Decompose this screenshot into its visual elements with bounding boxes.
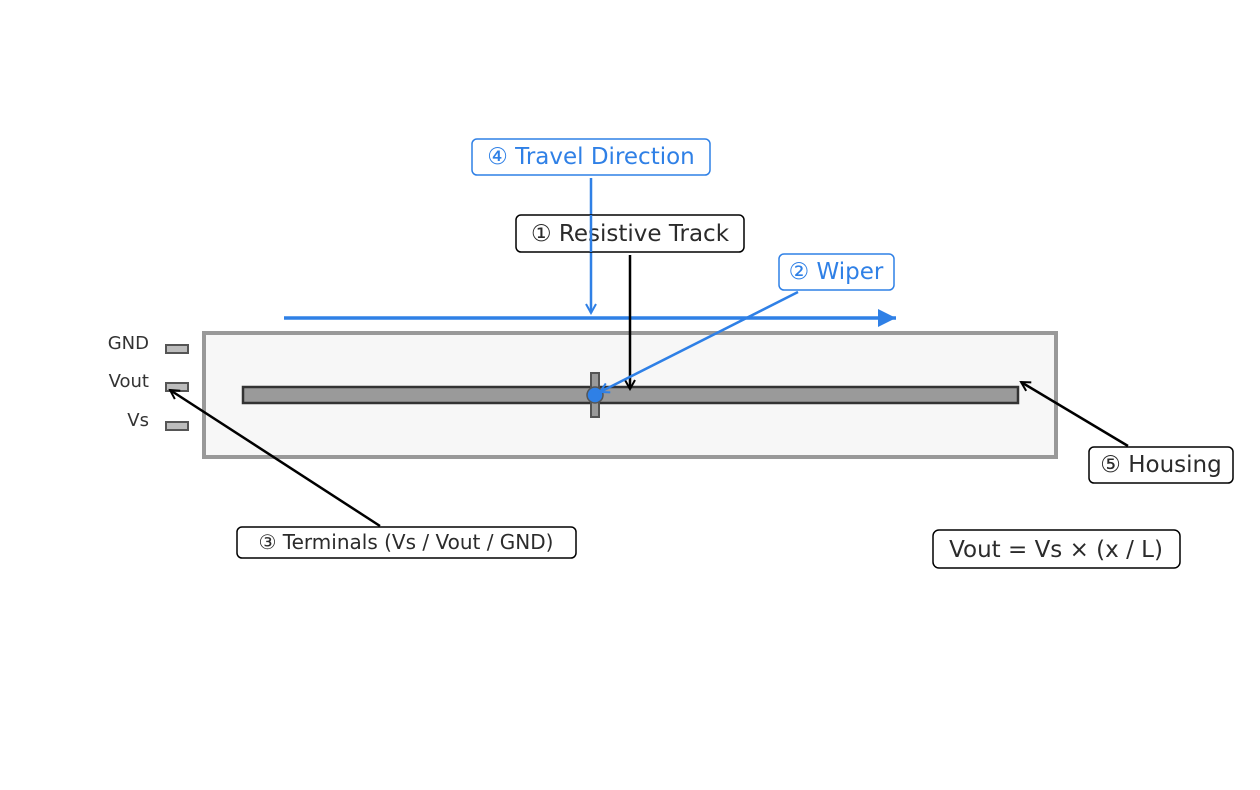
terminal-label-vs: Vs [127, 410, 149, 431]
formula-text: Vout = Vs × (x / L) [949, 537, 1163, 563]
resistive-track [241, 385, 1020, 405]
callout-terminals: ③ Terminals (Vs / Vout / GND) [236, 526, 577, 559]
terminal-label-vout: Vout [109, 371, 149, 392]
svg-text:③ Terminals (Vs / Vout / GND): ③ Terminals (Vs / Vout / GND) [259, 530, 554, 554]
wiper-contact [586, 386, 604, 404]
formula-box: Vout = Vs × (x / L) [932, 529, 1181, 569]
svg-text:④ Travel Direction: ④ Travel Direction [487, 144, 695, 170]
callout-wiper: ② Wiper [778, 253, 895, 291]
svg-text:⑤ Housing: ⑤ Housing [1100, 452, 1221, 478]
terminal-label-gnd: GND [108, 333, 149, 354]
terminal-vout [165, 382, 189, 392]
terminal-vs [165, 421, 189, 431]
svg-text:① Resistive Track: ① Resistive Track [531, 221, 730, 247]
svg-text:② Wiper: ② Wiper [789, 259, 884, 285]
callout-resistive-track: ① Resistive Track [515, 214, 745, 253]
terminal-gnd [165, 344, 189, 354]
callout-housing: ⑤ Housing [1088, 446, 1234, 484]
wiper-leader [600, 290, 799, 392]
terminals-leader [170, 390, 381, 528]
housing-leader [1021, 380, 1129, 448]
callout-travel-direction: ④ Travel Direction [471, 138, 711, 176]
